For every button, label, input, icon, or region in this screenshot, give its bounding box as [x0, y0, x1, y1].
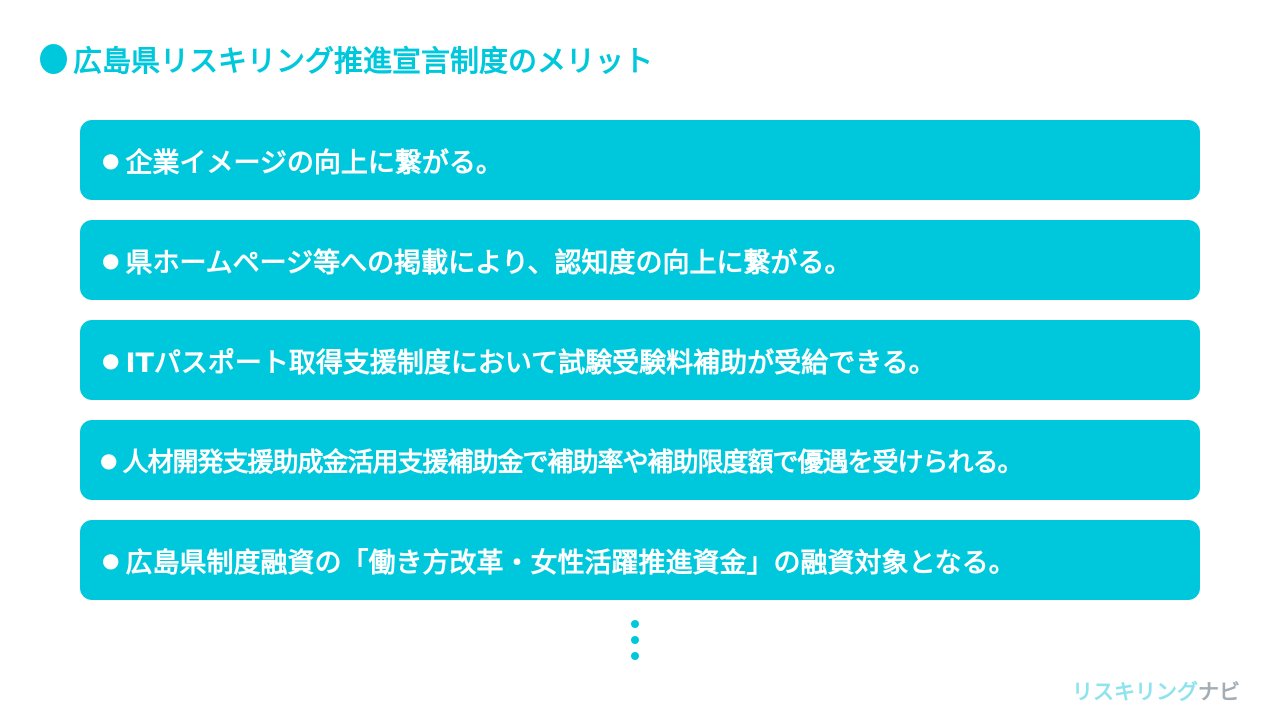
merit-text: 企業イメージの向上に繋がる。: [125, 147, 503, 179]
merit-text: ITパスポート取得支援制度において試験受験料補助が受給できる。: [125, 347, 936, 379]
merit-item: ● 人材開発支援助成金活用支援補助金で補助率や補助限度額で優遇を受けられる。: [80, 420, 1200, 500]
logo-part2: ナビ: [1198, 680, 1240, 704]
page-title-text: 広島県リスキリング推進宣言制度のメリット: [73, 44, 654, 78]
merit-text: 広島県制度融資の「働き方改革・女性活躍推進資金」の融資対象となる。: [125, 547, 1016, 579]
bullet-icon: ●: [102, 548, 120, 572]
bullet-icon: ●: [100, 448, 117, 472]
merit-text: 人材開発支援助成金活用支援補助金で補助率や補助限度額で優遇を受けられる。: [122, 447, 1023, 478]
bullet-icon: ●: [102, 148, 120, 172]
merit-item: ● 県ホームページ等への掲載により、認知度の向上に繋がる。: [80, 220, 1200, 300]
logo-part1: リスキリング: [1072, 680, 1198, 704]
merit-text: 県ホームページ等への掲載により、認知度の向上に繋がる。: [125, 247, 852, 279]
merit-item: ● 企業イメージの向上に繋がる。: [80, 120, 1200, 200]
merit-item: ● ITパスポート取得支援制度において試験受験料補助が受給できる。: [80, 320, 1200, 400]
bullet-icon: ●: [102, 248, 120, 272]
merit-item: ● 広島県制度融資の「働き方改革・女性活躍推進資金」の融資対象となる。: [80, 520, 1200, 600]
circle-bullet-icon: [40, 44, 67, 74]
logo: リスキリングナビ: [1072, 676, 1240, 706]
page-title: 広島県リスキリング推進宣言制度のメリット: [40, 38, 653, 80]
bullet-icon: ●: [102, 348, 120, 372]
vertical-ellipsis-icon: [631, 620, 639, 668]
